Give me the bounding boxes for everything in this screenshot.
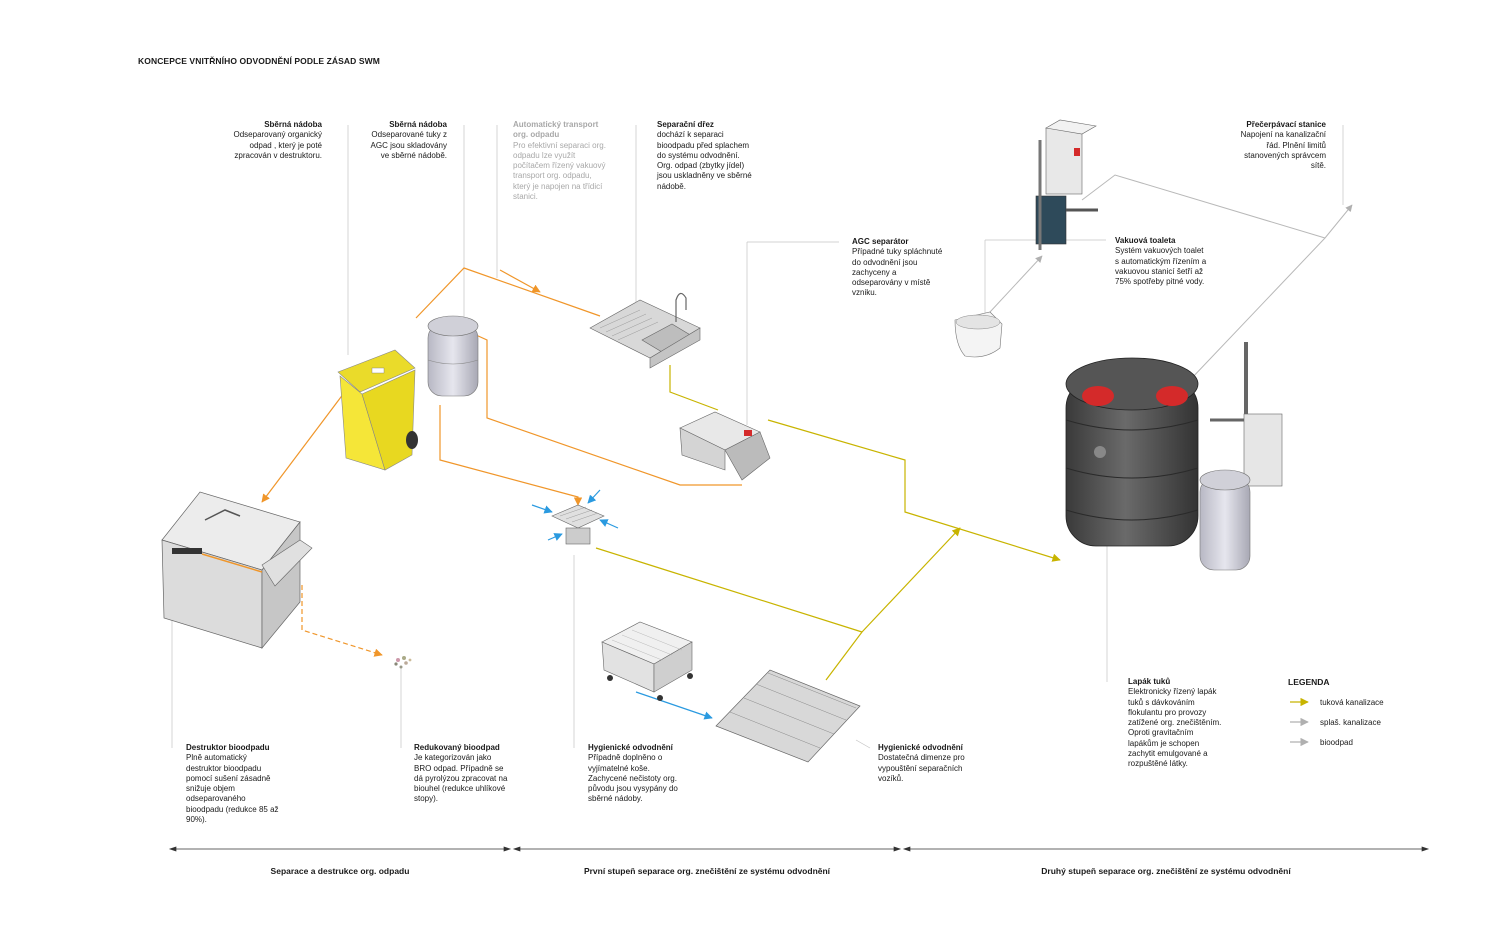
label-heading: Automatický transport org. odpadu [513, 120, 599, 140]
label-hygienicke-odvodneni-2: Hygienické odvodnění Dostatečná dimenze … [878, 743, 993, 784]
label-heading: Sběrná nádoba [264, 120, 322, 129]
reduced-bioodpad-icon [394, 656, 412, 669]
label-body: Elektronicky řízený lapák tuků s dávková… [1128, 687, 1222, 769]
label-agc-separator: AGC separátor Případné tuky spláchnuté d… [852, 237, 962, 299]
label-body: Případné tuky spláchnuté do odvodnění js… [852, 247, 943, 298]
label-heading: Hygienické odvodnění [588, 743, 673, 752]
label-body: Případně doplněno o vyjímatelné koše. Za… [588, 753, 678, 804]
leader-lines [171, 125, 1344, 749]
label-body: Je kategorizován jako BRO odpad. Případn… [414, 753, 508, 804]
section-label-3: Druhý stupeň separace org. znečištění ze… [1041, 866, 1291, 876]
legend-item-bioodpad: bioodpad [1320, 738, 1353, 747]
section-label-1: Separace a destrukce org. odpadu [270, 866, 410, 876]
label-heading: Separační dřez [657, 120, 714, 129]
label-heading: Destruktor bioodpadu [186, 743, 270, 752]
label-heading: Přečerpávací stanice [1246, 120, 1326, 129]
label-body: dochází k separaci bioodpadu před splach… [657, 130, 752, 191]
label-precerpavaci-stanice: Přečerpávací stanice Napojení na kanaliz… [1222, 120, 1326, 171]
page-title: KONCEPCE VNITŘNÍHO ODVODNĚNÍ PODLE ZÁSAD… [138, 56, 380, 66]
label-heading: Lapák tuků [1128, 677, 1171, 686]
floor-grate-icon [715, 669, 861, 763]
label-heading: AGC separátor [852, 237, 909, 246]
legend-arrows [1290, 697, 1309, 747]
legend-item-tukova: tuková kanalizace [1320, 698, 1384, 707]
orange-pipes [261, 267, 742, 657]
label-vakuova-toaleta: Vakuová toaleta Systém vakuových toalet … [1115, 236, 1230, 287]
label-heading: Vakuová toaleta [1115, 236, 1176, 245]
vacuum-station-icon [1035, 119, 1098, 250]
grease-separator-tank-icon [1065, 342, 1283, 571]
destructor-icon [161, 491, 313, 649]
barrel-icon [427, 315, 479, 397]
blue-arrows [531, 489, 713, 720]
label-heading: Sběrná nádoba [389, 120, 447, 129]
label-body: Odseparované tuky z AGC jsou skladovány … [370, 130, 447, 160]
label-body: Odseparovaný organický odpad , který je … [233, 130, 323, 160]
section-dividers [168, 846, 1430, 852]
yellow-bin-icon [337, 349, 418, 471]
floor-drain-icon [551, 504, 605, 545]
basket-cart-icon [601, 621, 693, 701]
label-body: Systém vakuových toalet s automatickým ř… [1115, 246, 1207, 287]
label-sberna-nadoba-1: Sběrná nádoba Odseparovaný organický odp… [222, 120, 323, 161]
label-destruktor-bioodpadu: Destruktor bioodpadu Plně automatický de… [186, 743, 296, 825]
legend-title: LEGENDA [1288, 677, 1330, 687]
label-sberna-nadoba-2: Sběrná nádoba Odseparované tuky z AGC js… [356, 120, 447, 161]
label-automaticky-transport: Automatický transport org. odpadu Pro ef… [513, 120, 628, 202]
label-heading: Hygienické odvodnění [878, 743, 963, 752]
label-lapak-tuku: Lapák tuků Elektronicky řízený lapák tuk… [1128, 677, 1248, 770]
label-heading: Redukovaný bioodpad [414, 743, 500, 752]
label-separacni-drez: Separační dřez dochází k separaci bioodp… [657, 120, 772, 192]
sink-icon [589, 292, 701, 369]
label-body: Dostatečná dimenze pro vypouštění separa… [878, 753, 965, 783]
yellow-pipes [595, 365, 1061, 681]
section-label-2: První stupeň separace org. znečištění ze… [583, 866, 831, 876]
label-hygienicke-odvodneni-1: Hygienické odvodnění Případně doplněno o… [588, 743, 703, 805]
vacuum-toilet-icon [954, 311, 1003, 358]
label-body: Plně automatický destruktor bioodpadu po… [186, 753, 279, 825]
label-body: Pro efektivní separaci org. odpadu lze v… [513, 140, 606, 202]
legend-item-splaskova: splaš. kanalizace [1320, 718, 1381, 727]
grey-pipes [989, 174, 1353, 381]
label-body: Napojení na kanalizační řád. Plnění limi… [1240, 130, 1326, 171]
label-redukovany-bioodpad: Redukovaný bioodpad Je kategorizován jak… [414, 743, 529, 805]
agc-separator-icon [679, 411, 771, 481]
